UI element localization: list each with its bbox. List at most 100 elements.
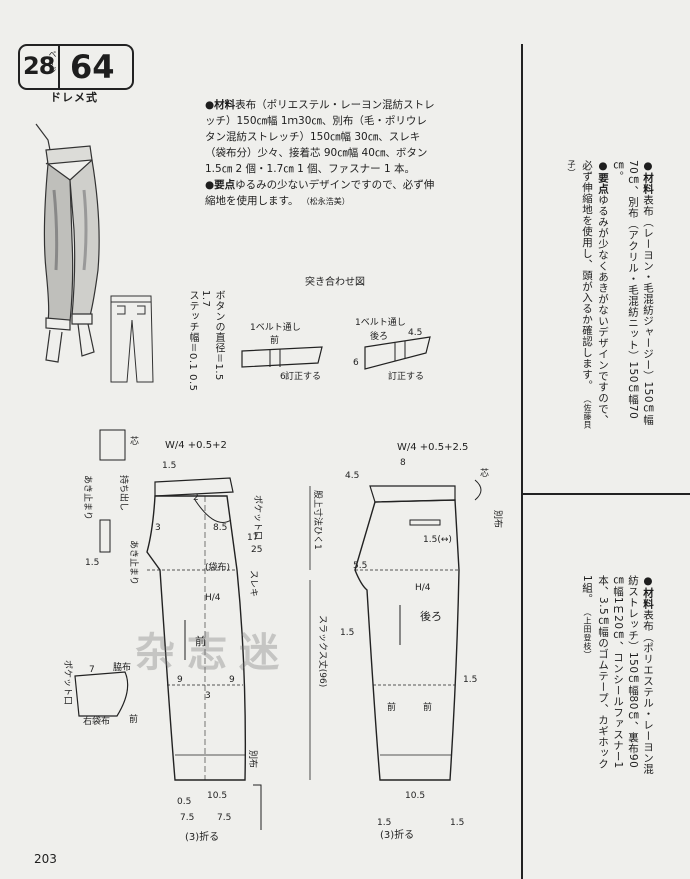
front-n9-b: 9 xyxy=(229,675,235,685)
watermark: 杂志迷 xyxy=(135,630,291,676)
back-front-a: 前 xyxy=(387,701,396,713)
core-label-front: 芯 xyxy=(130,435,139,447)
button-stitch-note: ボタンの直径＝1.5 1.7 ステッチ幅＝0.1 0.5 xyxy=(187,290,225,400)
hip-front-label: H/4 xyxy=(205,593,221,603)
materials-label: ●材料 xyxy=(205,99,236,111)
front-n105: 10.5 xyxy=(207,791,227,801)
style-label: ドレメ式 xyxy=(50,91,98,104)
back-front-b: 前 xyxy=(423,701,432,713)
belt-loop-left: 1ベルト通し xyxy=(250,322,301,333)
back-pocket-welt xyxy=(409,519,441,526)
button-note: ボタンの直径＝1.5 1.7 xyxy=(200,290,224,381)
n45: 4.5 xyxy=(408,328,422,338)
page-ref: 28 ページ xyxy=(20,46,60,88)
rt-credit: （佐藤貝子） xyxy=(567,160,592,429)
back-n45: 4.5 xyxy=(345,471,359,481)
opening-stop-label-2: あき止まり xyxy=(128,540,140,585)
waist-front: W/4 +0.5+2 xyxy=(165,440,227,451)
opening-stop-label: あき止まり xyxy=(82,475,94,520)
back-n15-side: 1.5 xyxy=(340,628,354,638)
front-n25: 25 xyxy=(251,545,262,555)
back-n55: 5.5 xyxy=(353,561,367,571)
front-n17: 17 xyxy=(247,533,258,543)
section-divider xyxy=(521,493,690,495)
page-ref-suffix: ページ xyxy=(48,50,57,74)
designer-credit: （松永浩美） xyxy=(301,197,350,206)
right-bottom-note: ●材料表布（ポリエステル・レーヨン混紡ストレッチ）150㎝幅80㎝、裏布90㎝幅… xyxy=(560,575,655,775)
points-label: ●要点 xyxy=(205,179,236,191)
rb-credit: （上田登枝） xyxy=(583,608,592,660)
belt-loop-right: 1ベルト通し xyxy=(355,317,406,328)
page-ref-number: 28 xyxy=(23,52,55,80)
rt-points-label: ●要点 xyxy=(597,160,609,195)
front-label: 前 xyxy=(195,634,206,648)
back-piece-outline xyxy=(354,499,460,781)
rt-materials-text: 表布（レーヨン・毛混紡ジャージー）150㎝幅70㎝、別布（アクリル・毛混紡ニット… xyxy=(612,160,654,426)
front-piece-outline xyxy=(146,495,247,781)
back-n15-a: 1.5 xyxy=(377,818,391,828)
hem-back: (3)折る xyxy=(380,828,414,841)
back-view-sketch xyxy=(110,295,154,383)
n6-right: 6 xyxy=(353,358,359,368)
front-label-small: 前 xyxy=(270,334,279,346)
illustration-waistband xyxy=(45,145,93,165)
back-n15-b: 1.5 xyxy=(450,818,464,828)
hip-back-label: H/4 xyxy=(415,583,431,593)
crotch-depth-label: 股上寸法ひく1 xyxy=(312,490,324,550)
bessu-back: 別布 xyxy=(492,510,504,528)
back-label-small: 後ろ xyxy=(370,330,388,342)
left-materials-note: ●材料表布（ポリエステル・レーヨン混紡ストレッチ）150㎝幅 1ｍ30㎝、別布（… xyxy=(205,97,437,210)
front-n2: 2 xyxy=(193,493,199,503)
stitch-stop-right: 訂正する xyxy=(388,370,424,382)
rb-materials-label: ●材料 xyxy=(642,575,654,610)
butt-title: 突き合わせ図 xyxy=(305,275,365,288)
front-n05: 0.5 xyxy=(177,797,191,807)
front-n75-a: 7.5 xyxy=(180,813,194,823)
pocket-mouth-detail: ポケット口 xyxy=(62,660,73,705)
front-n3-a: 3 xyxy=(155,523,161,533)
trousers-illustration xyxy=(35,123,100,363)
back-n15-plus: 1.5(↔) xyxy=(423,535,452,545)
page-number: 203 xyxy=(34,852,57,866)
stitch-note: ステッチ幅＝0.1 0.5 xyxy=(187,290,198,392)
side-cloth-label: 脇布 xyxy=(113,661,131,673)
back-waistband xyxy=(369,485,456,503)
back-n15-right: 1.5 xyxy=(463,675,477,685)
pocket-mouth-front: ポケット口 xyxy=(252,495,263,540)
stitch-stop-left: 訂正する xyxy=(285,370,321,382)
pattern-drafting-diagram: W/4 +0.5+2 (袋布) 前 H/4 (3)折る 0.5 10.5 7.5… xyxy=(62,429,504,843)
n6-left: 6 xyxy=(280,372,286,382)
pocket-front-label: 前 xyxy=(129,713,138,725)
bessu-front: 別布 xyxy=(247,750,259,768)
butt-joint-diagram: 突き合わせ図 1ベルト通し 前 訂正する 6 1ベルト通し 後ろ 4.5 6 訂… xyxy=(241,275,431,382)
right-top-note: ●材料表布（レーヨン・毛混紡ジャージー）150㎝幅70㎝、別布（アクリル・毛混紡… xyxy=(535,160,655,430)
front-n75-b: 7.5 xyxy=(217,813,231,823)
sleki-label: スレキ xyxy=(248,570,258,597)
front-n15-top: 1.5 xyxy=(162,461,176,471)
back-label: 後ろ xyxy=(420,609,442,623)
back-n8: 8 xyxy=(400,458,406,468)
core-label-back: 芯 xyxy=(480,467,489,479)
illustration-shade xyxy=(52,189,59,271)
slacks-length-label: スラックス丈(96) xyxy=(317,615,328,687)
pocket-bag-label: (袋布) xyxy=(205,561,230,573)
rb-materials-text: 表布（ポリエステル・レーヨン混紡ストレッチ）150㎝幅80㎝、裏布90㎝幅1ｍ2… xyxy=(581,575,654,775)
materials-text: 表布（ポリエステル・レーヨン混紡ストレッチ）150㎝幅 1ｍ30㎝、別布（毛・ポ… xyxy=(205,99,435,175)
waist-back: W/4 +0.5+2.5 xyxy=(397,442,468,453)
front-n15-left: 1.5 xyxy=(85,558,99,568)
pocket-n7: 7 xyxy=(89,665,95,675)
points-text: ゆるみの少ないデザインですので、必ず伸縮地を使用します。 xyxy=(205,179,435,207)
rt-materials-label: ●材料 xyxy=(642,160,654,195)
front-pocket-line xyxy=(194,499,232,523)
hem-front: (3)折る xyxy=(185,830,219,843)
front-n9-a: 9 xyxy=(177,675,183,685)
back-n105: 10.5 xyxy=(405,791,425,801)
extension-label: 持ち出し xyxy=(118,475,130,511)
pattern-number: 64 xyxy=(70,48,115,86)
front-waistband xyxy=(154,477,234,497)
pocket-detail-outline xyxy=(74,671,129,717)
front-n85: 8.5 xyxy=(213,523,227,533)
pattern-number-badge: 28 ページ 64 xyxy=(18,44,134,90)
column-divider xyxy=(521,44,523,879)
right-bag-label: 右袋布 xyxy=(83,715,110,727)
